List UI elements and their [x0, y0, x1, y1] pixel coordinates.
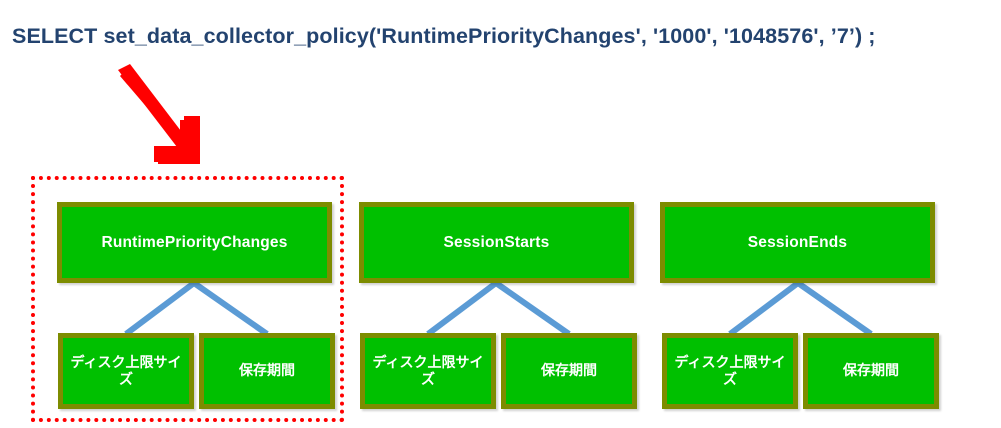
node-parent-runtime-priority-changes[interactable]: RuntimePriorityChanges — [57, 202, 332, 283]
node-child-retention-period-1[interactable]: 保存期間 — [199, 333, 335, 409]
node-label: SessionEnds — [747, 233, 848, 251]
node-parent-session-starts[interactable]: SessionStarts — [359, 202, 634, 283]
node-child-retention-period-2[interactable]: 保存期間 — [501, 333, 637, 409]
node-label: RuntimePriorityChanges — [101, 233, 288, 251]
red-arrow-icon — [118, 64, 200, 164]
node-parent-session-ends[interactable]: SessionEnds — [660, 202, 935, 283]
node-label: 保存期間 — [541, 362, 597, 379]
sql-statement-text: SELECT set_data_collector_policy('Runtim… — [12, 24, 876, 48]
node-label: 保存期間 — [239, 362, 295, 379]
node-child-disk-limit-size-3[interactable]: ディスク上限サイズ — [662, 333, 798, 409]
node-child-retention-period-3[interactable]: 保存期間 — [803, 333, 939, 409]
node-label: ディスク上限サイズ — [372, 353, 484, 388]
red-dotted-selection-box — [31, 176, 344, 422]
node-label: SessionStarts — [443, 233, 550, 251]
node-label: 保存期間 — [843, 362, 899, 379]
node-child-disk-limit-size-1[interactable]: ディスク上限サイズ — [58, 333, 194, 409]
node-label: ディスク上限サイズ — [674, 353, 786, 388]
node-label: ディスク上限サイズ — [70, 353, 182, 388]
node-child-disk-limit-size-2[interactable]: ディスク上限サイズ — [360, 333, 496, 409]
